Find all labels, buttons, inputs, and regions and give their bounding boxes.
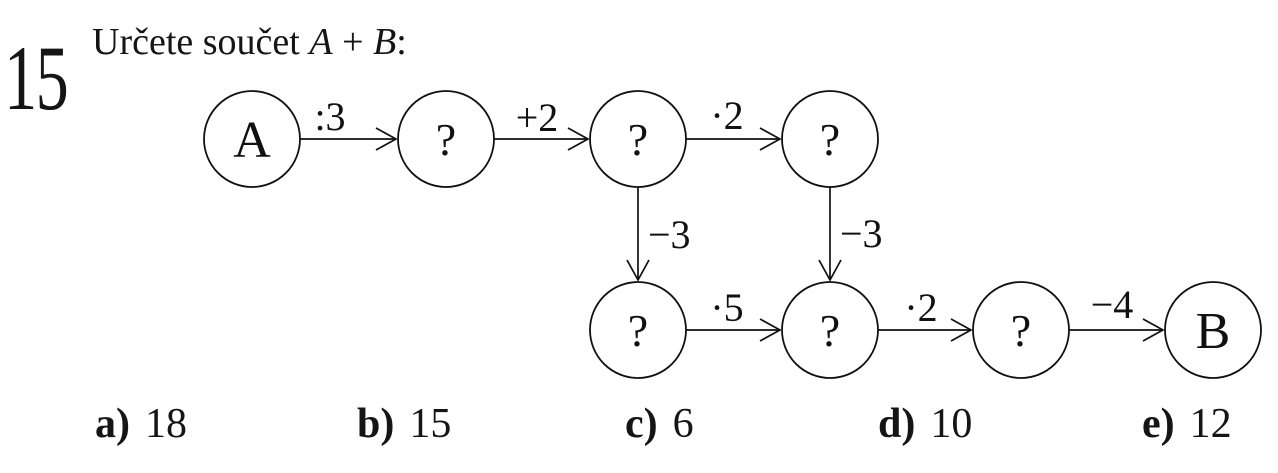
node-label-q1: ? <box>436 114 456 165</box>
node-label-q6: ? <box>1011 305 1031 356</box>
edge-label-times-2-bottom: ·2 <box>904 285 937 330</box>
option-b-letter: b) <box>357 401 395 447</box>
edge-label-times-5: ·5 <box>710 285 743 330</box>
node-label-a: A <box>233 112 271 169</box>
option-b: b) 15 <box>357 401 451 447</box>
plus-sign: + <box>342 21 364 63</box>
option-e-value: 12 <box>1189 401 1232 447</box>
variable-b: B <box>373 21 397 63</box>
node-circle-b <box>1164 281 1262 379</box>
node-circle-q1 <box>397 90 495 188</box>
answer-options: a) 18 b) 15 c) 6 d) 10 e) 12 <box>0 401 1278 451</box>
edge-label-minus-3-right: −3 <box>840 211 883 256</box>
edge-label-plus-2: +2 <box>516 95 559 140</box>
option-d: d) 10 <box>878 401 972 447</box>
node-label-q2: ? <box>628 114 648 165</box>
node-label-b: B <box>1196 303 1231 360</box>
option-a: a) 18 <box>95 401 187 447</box>
edge-label-minus-3-left: −3 <box>648 212 691 257</box>
node-label-q4: ? <box>628 305 648 356</box>
node-label-q5: ? <box>820 305 840 356</box>
option-b-value: 15 <box>409 401 452 447</box>
node-circle-q5 <box>781 281 879 379</box>
node-circle-q2 <box>589 90 687 188</box>
problem-title-text: Určete součet <box>92 21 300 63</box>
option-e-letter: e) <box>1142 401 1175 447</box>
problem-title: Určete součet A + B: <box>92 21 407 64</box>
node-label-q3: ? <box>820 114 840 165</box>
option-c-letter: c) <box>625 401 658 447</box>
node-circle-q4 <box>589 281 687 379</box>
option-c-value: 6 <box>672 401 694 447</box>
option-c: c) 6 <box>625 401 694 447</box>
node-circle-q6 <box>972 281 1070 379</box>
option-a-letter: a) <box>95 401 130 447</box>
variable-a: A <box>309 21 333 63</box>
edge-label-times-2-top: ·2 <box>710 93 743 138</box>
option-d-letter: d) <box>878 401 916 447</box>
node-circle-a <box>203 90 301 188</box>
problem-number: 15 <box>4 27 69 129</box>
option-a-value: 18 <box>145 401 187 447</box>
edge-label-minus-4: −4 <box>1091 282 1134 327</box>
title-colon: : <box>396 21 407 63</box>
edge-label-divide-3: :3 <box>314 94 345 139</box>
option-d-value: 10 <box>930 401 973 447</box>
node-circle-q3 <box>781 90 879 188</box>
option-e: e) 12 <box>1142 401 1232 447</box>
